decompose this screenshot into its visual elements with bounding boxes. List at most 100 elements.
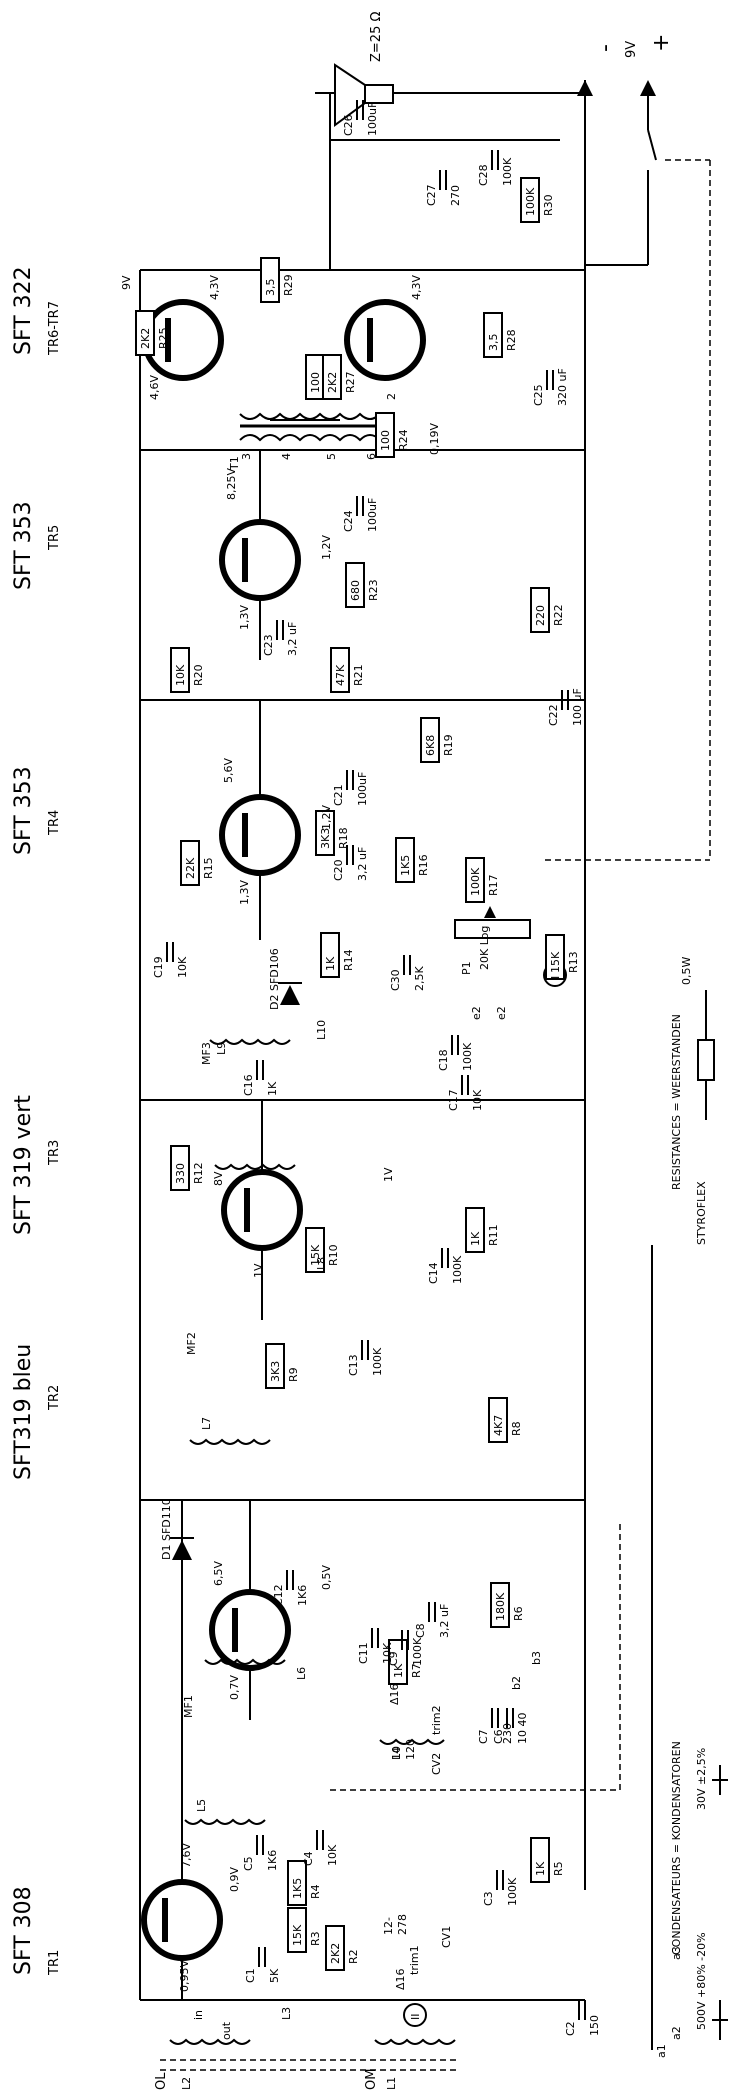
capacitor-ref: C16: [242, 1074, 255, 1096]
resistor-body: [287, 1907, 307, 1953]
label-l6: L6: [295, 1667, 308, 1680]
resistor-body: [265, 1343, 285, 1389]
stage-tr2-ref: TR2: [47, 1385, 62, 1411]
legend-cap-a: 500V +80% -20%: [695, 1932, 708, 2030]
legend-res-a: 0,5W: [680, 957, 693, 985]
resistor-value: 3K3: [319, 828, 332, 849]
label-e2a: e2: [470, 1006, 483, 1020]
t1-pin-4: 4: [280, 453, 293, 460]
capacitor-ref: C30: [389, 969, 402, 991]
transistor-tr3: [221, 1169, 303, 1251]
resistor-value: 15K: [291, 1924, 304, 1946]
stage-tr4-type: SFT 353: [11, 766, 36, 855]
capacitor-ref: C5: [242, 1856, 255, 1871]
path-8: [184, 1818, 266, 1825]
resistor-body: [375, 412, 395, 458]
label-out: out: [220, 2021, 233, 2040]
t1-pin-6: 6: [365, 453, 378, 460]
resistor-ref: R12: [192, 1162, 205, 1184]
resistor-value: 1K: [534, 1861, 547, 1876]
label-cv2: CV2: [430, 1753, 443, 1775]
resistor-ref: R27: [344, 371, 357, 393]
resistor-value: 3,5: [487, 334, 500, 352]
transistors: [141, 299, 426, 1961]
stage-labels: SFT 308 TR1 SFT319 bleu TR2 SFT 319 vert…: [11, 266, 62, 1976]
v-tr2-c: 6,5V: [212, 1561, 225, 1586]
path-9: [379, 1738, 445, 1745]
v-top-9v: 9V: [120, 275, 133, 290]
wires: [140, 93, 710, 2001]
v-tr4-e: 1,2V: [320, 805, 333, 830]
label-d2: D2 SFD106: [268, 948, 281, 1010]
path-4: [189, 1438, 271, 1445]
capacitor-value: 3,2 uF: [438, 1604, 451, 1638]
path-5: [204, 1658, 286, 1665]
resistor-body: [330, 647, 350, 693]
resistor-value: 2K2: [139, 328, 152, 349]
resistor-body: [180, 840, 200, 886]
legend-cap-b: 30V ±2,5%: [695, 1748, 708, 1810]
rect-2: [484, 906, 496, 918]
resistor-ref: R20: [192, 664, 205, 686]
resistor-r6: 180K R6: [490, 1582, 525, 1628]
capacitor-ref: C6: [492, 1729, 505, 1744]
capacitor-value: 10K: [381, 1642, 394, 1664]
diode-d1: [172, 1540, 192, 1560]
transistor-tr4: [219, 794, 301, 876]
speaker-impedance: Z=25 Ω: [369, 12, 384, 62]
resistor-body: [170, 1145, 190, 1191]
resistor-ref: R13: [567, 951, 580, 973]
label-l7: L7: [200, 1417, 213, 1430]
supply-pos-sign: +: [649, 34, 674, 52]
capacitor-ref: C26: [342, 114, 355, 136]
resistor-ref: R29: [282, 274, 295, 296]
capacitor-value: 100K: [411, 1637, 424, 1666]
resistor-body: [490, 1582, 510, 1628]
resistor-body: [520, 177, 540, 223]
resistor-ref: R10: [327, 1244, 340, 1266]
path-11: [374, 2038, 456, 2045]
legend-cap-c: STYROFLEX: [695, 1181, 708, 1245]
label-l2: L2: [180, 2077, 193, 2090]
label-cv2-b: 120: [404, 1739, 417, 1760]
v-tr5-c: 8,25V: [225, 468, 238, 500]
resistor-body: [325, 1925, 345, 1971]
supply-neg-sign: -: [593, 44, 618, 52]
transistor-tr7: [344, 299, 426, 381]
resistor-ref: R23: [367, 579, 380, 601]
label-l10: L10: [315, 1020, 328, 1040]
stage-tr3-ref: TR3: [47, 1140, 62, 1166]
speaker-cone: [334, 63, 366, 127]
resistor-ref: R6: [512, 1606, 525, 1621]
resistor-value: 180K: [494, 1592, 507, 1621]
label-mf2: MF2: [185, 1332, 198, 1355]
resistor-value: 10K: [174, 664, 187, 686]
resistor-ref: R15: [202, 857, 215, 879]
capacitor-value: 10K: [471, 1089, 484, 1111]
capacitor-value: 320 uF: [556, 368, 569, 406]
legend: CONDENSATEURS = KONDENSATOREN 500V +80% …: [651, 957, 728, 2050]
resistor-body: [287, 1860, 307, 1906]
resistor-body: [315, 810, 335, 856]
resistor-ref: R14: [342, 949, 355, 971]
label-mf3: MF3: [200, 1042, 213, 1065]
resistor-body: [395, 837, 415, 883]
legend-cap-title: CONDENSATEURS = KONDENSATOREN: [670, 1741, 683, 1955]
capacitor-ref: C1: [244, 1968, 257, 1983]
capacitor-value: 100K: [461, 1042, 474, 1071]
capacitor-ref: C19: [152, 956, 165, 978]
v-tr3-b: 1V: [382, 1167, 395, 1182]
